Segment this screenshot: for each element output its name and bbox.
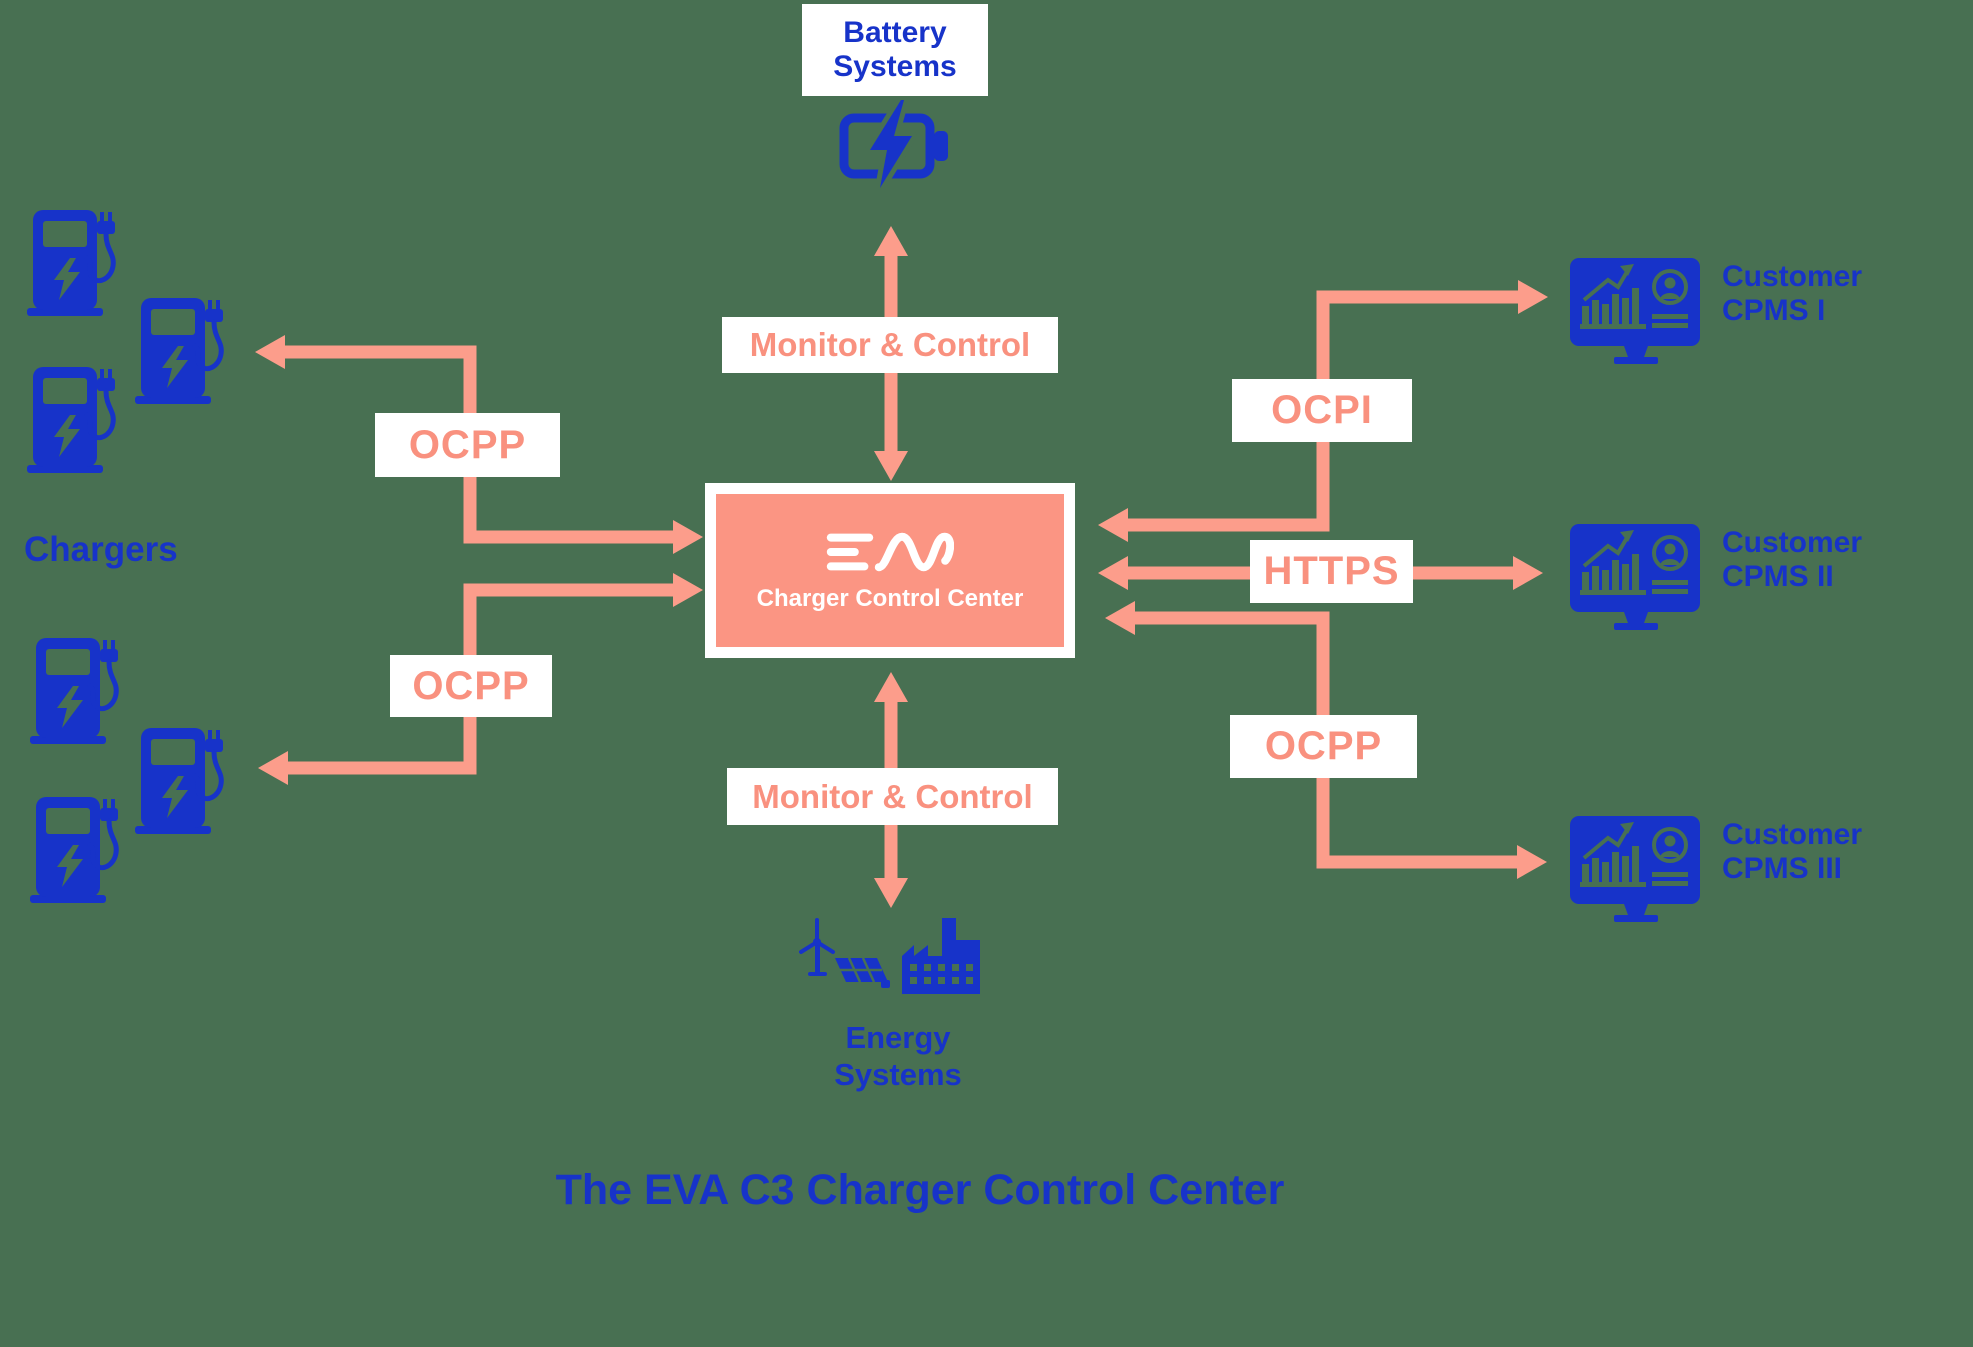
- ev-charger-icon-6: [28, 795, 120, 905]
- monitor-control-bottom-label: Monitor & Control: [727, 768, 1058, 825]
- customer-cpms-3-label: Customer CPMS III: [1722, 818, 1863, 885]
- battery-systems-label: Battery Systems: [802, 4, 988, 96]
- customer-cpms-2-label: Customer CPMS II: [1722, 526, 1863, 593]
- ocpp-left-bottom-label: OCPP: [390, 655, 552, 717]
- https-label: HTTPS: [1250, 540, 1413, 603]
- eva-logo: [826, 532, 954, 571]
- ocpi-label: OCPI: [1232, 379, 1412, 442]
- ocpp-right-label: OCPP: [1230, 715, 1417, 778]
- factory-icon: [898, 914, 984, 998]
- charger-control-center-box: Charger Control Center: [705, 483, 1075, 658]
- dashboard-monitor-icon-cpms-2: [1570, 520, 1702, 632]
- ev-charger-icon-1: [25, 208, 117, 318]
- dashboard-monitor-icon-cpms-1: [1570, 254, 1702, 366]
- dashboard-monitor-icon-cpms-3: [1570, 812, 1702, 924]
- customer-cpms-1-label: Customer CPMS I: [1722, 260, 1863, 327]
- diagram-title: The EVA C3 Charger Control Center: [555, 1166, 1285, 1214]
- ev-charger-icon-2: [133, 296, 225, 406]
- ev-charger-icon-4: [28, 636, 120, 746]
- charger-control-center-label: Charger Control Center: [756, 584, 1024, 612]
- monitor-control-top-label: Monitor & Control: [722, 317, 1058, 373]
- chargers-label: Chargers: [24, 530, 178, 569]
- wind-turbine-solar-panel-icon: [795, 916, 891, 1002]
- ocpp-left-top-label: OCPP: [375, 413, 560, 477]
- ev-charger-icon-5: [133, 726, 225, 836]
- ev-charger-icon-3: [25, 365, 117, 475]
- energy-systems-label: Energy Systems: [834, 1020, 962, 1092]
- battery-charging-icon: [838, 98, 953, 190]
